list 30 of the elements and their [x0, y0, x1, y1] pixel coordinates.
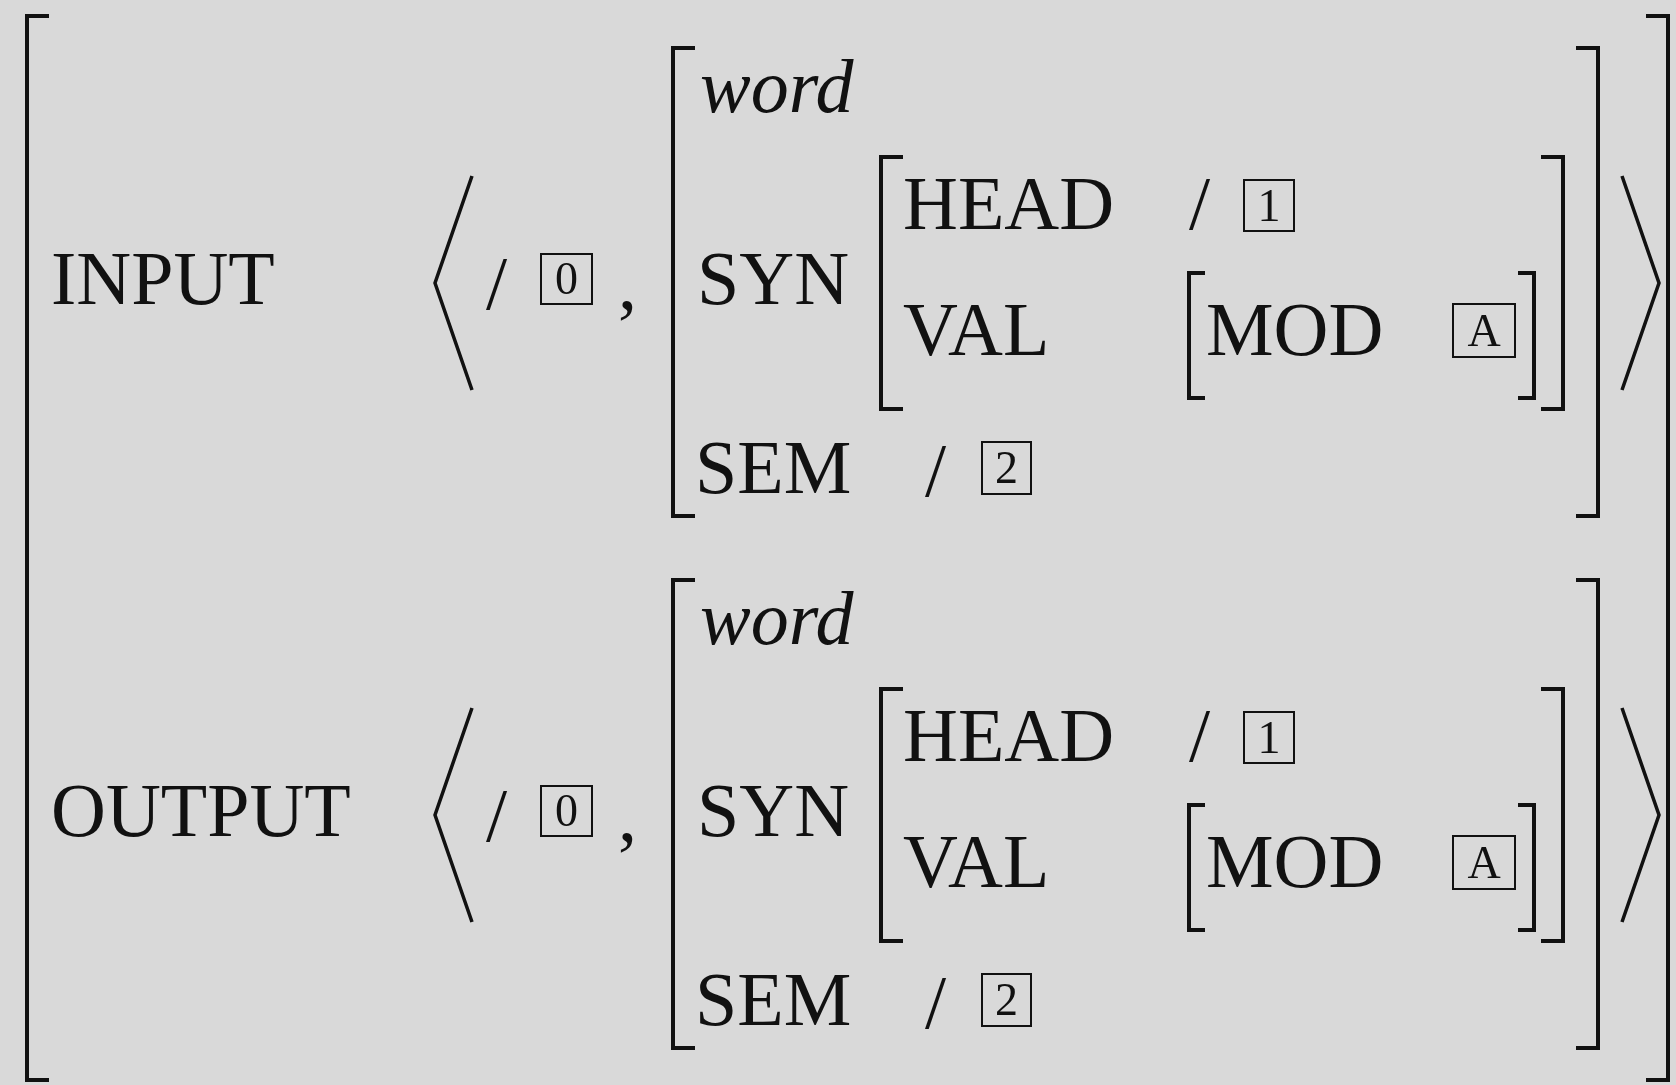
feature-name: VAL: [903, 823, 1050, 899]
feature-name: SYN: [697, 240, 850, 316]
feature-name: HEAD: [903, 697, 1115, 773]
comma: ,: [618, 245, 637, 321]
structure-tag: 1: [1243, 711, 1295, 764]
feature-name: VAL: [903, 291, 1050, 367]
default-slash: /: [486, 777, 508, 853]
default-slash: /: [925, 432, 947, 508]
feature-name: SYN: [697, 772, 850, 848]
default-slash: /: [925, 964, 947, 1040]
default-slash: /: [1189, 697, 1211, 773]
feature-name: OUTPUT: [51, 772, 351, 848]
structure-tag: 2: [981, 973, 1032, 1027]
feature-name: INPUT: [51, 240, 275, 316]
type-name: word: [700, 48, 854, 124]
type-name: word: [700, 580, 854, 656]
comma: ,: [618, 777, 637, 853]
feature-name: HEAD: [903, 165, 1115, 241]
structure-tag: 0: [540, 785, 593, 837]
feature-name: MOD: [1206, 823, 1384, 899]
feature-name: SEM: [695, 429, 852, 505]
structure-tag: 2: [981, 441, 1032, 495]
feature-name: MOD: [1206, 291, 1384, 367]
feature-name: SEM: [695, 961, 852, 1037]
structure-tag: 0: [540, 253, 593, 305]
structure-tag: A: [1452, 835, 1516, 890]
default-slash: /: [1189, 165, 1211, 241]
default-slash: /: [486, 245, 508, 321]
structure-tag: 1: [1243, 179, 1295, 232]
structure-tag: A: [1452, 303, 1516, 358]
